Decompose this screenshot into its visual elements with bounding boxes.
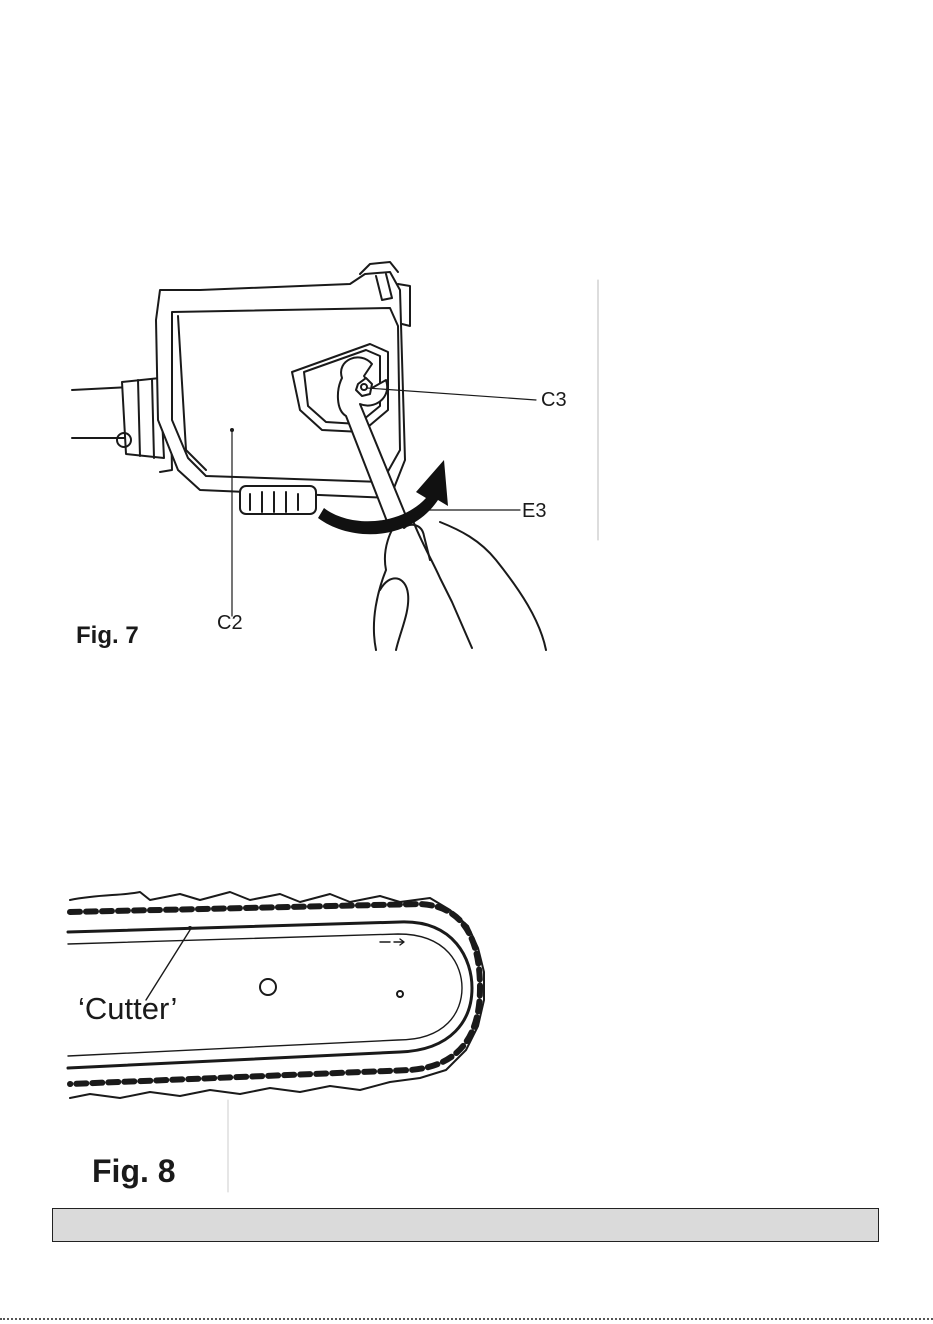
callout-e3: E3	[522, 500, 546, 523]
bottom-dotted-rule	[0, 1318, 933, 1320]
chain-bar-illustration	[60, 870, 490, 1200]
chainsaw-head-illustration	[60, 260, 620, 660]
cutter-label: ‘Cutter’	[78, 991, 177, 1027]
callout-c2: C2	[217, 612, 243, 635]
figure-7-title: Fig. 7	[76, 622, 139, 650]
figure-8: ‘Cutter’ Fig. 8	[60, 870, 490, 1200]
figure-8-title: Fig. 8	[92, 1153, 176, 1190]
callout-c3: C3	[541, 389, 567, 412]
figure-7: Fig. 7 C2 C3 E3	[60, 260, 620, 660]
footer-bar	[52, 1208, 879, 1242]
